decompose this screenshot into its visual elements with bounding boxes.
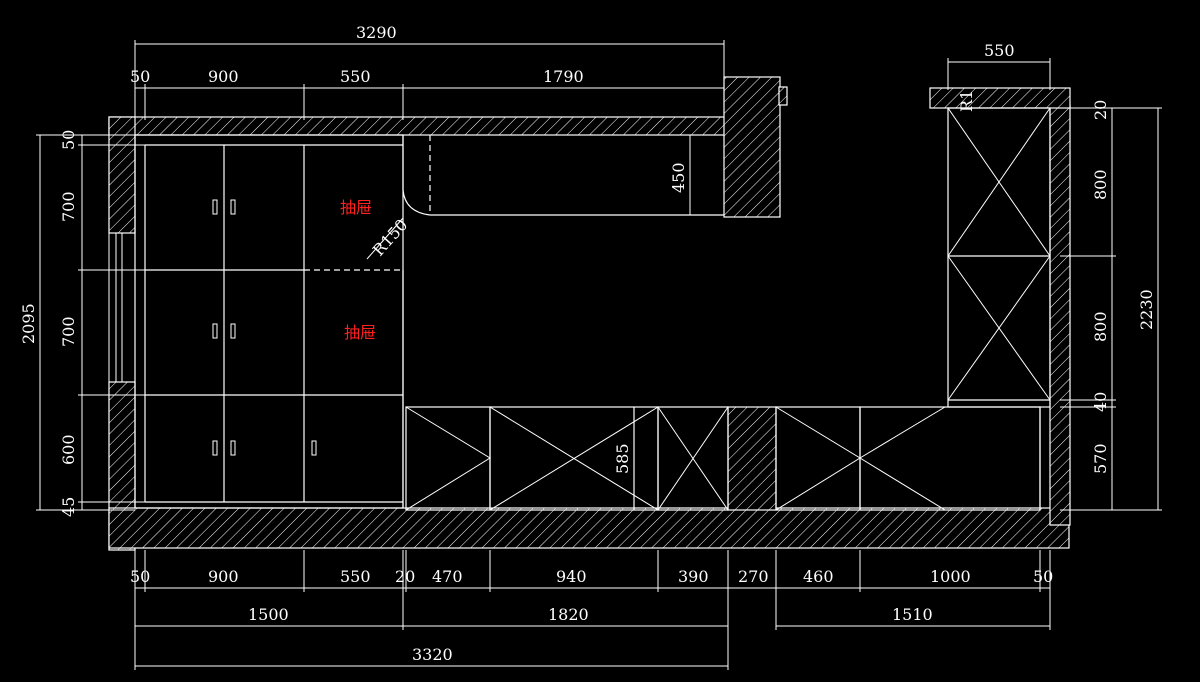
left-wall-upper	[108, 116, 136, 234]
dim-top-50: 50	[130, 67, 150, 86]
dim-top-1790: 1790	[543, 67, 584, 86]
dim-top-total: 3290	[356, 23, 397, 42]
door-handle	[230, 323, 236, 339]
dimension-text: 3290 50 900 550 1790 550 50 700 700 600 …	[19, 23, 1156, 664]
right-tall-cabinet: R1	[947, 90, 1051, 408]
dim-bot-50a: 50	[130, 567, 150, 586]
dim-right-40: 40	[1091, 392, 1110, 412]
right-wall	[1049, 104, 1071, 526]
dim-top-900: 900	[208, 67, 239, 86]
dim-bot-270: 270	[738, 567, 769, 586]
dim-right-top-550: 550	[984, 41, 1015, 60]
dim-bot-900: 900	[208, 567, 239, 586]
dim-left-700a: 700	[59, 191, 78, 222]
dim-right-800b: 800	[1091, 311, 1110, 342]
door-handle	[212, 323, 218, 339]
mid-pillar	[727, 406, 777, 511]
left-window	[108, 232, 135, 383]
dim-bot-1820: 1820	[548, 605, 589, 624]
door-handle	[212, 199, 218, 215]
dim-left-600: 600	[59, 434, 78, 465]
door-handle	[311, 440, 317, 456]
bottom-wall	[108, 507, 1070, 549]
dim-mid-450: 450	[669, 162, 688, 193]
door-handle	[230, 199, 236, 215]
dim-bot-470: 470	[432, 567, 463, 586]
right-top-ledge	[929, 87, 1071, 109]
dimension-lines	[36, 40, 1162, 670]
top-wall	[108, 116, 728, 136]
walls	[108, 76, 1071, 551]
dim-bot-50b: 50	[1033, 567, 1053, 586]
dim-bot-390: 390	[678, 567, 709, 586]
dim-mid-585: 585	[613, 443, 632, 474]
base-cabinets	[402, 270, 1041, 511]
dim-bot-1510: 1510	[892, 605, 933, 624]
dim-bot-3320: 3320	[412, 645, 453, 664]
drawer-label-middle: 抽屉	[344, 323, 376, 342]
pillar-ledge	[778, 86, 788, 106]
radius-small-label: R1	[957, 90, 976, 112]
dim-top-550: 550	[340, 67, 371, 86]
dim-left-700b: 700	[59, 316, 78, 347]
tall-cabinet: 抽屉 抽屉 R150	[134, 134, 724, 509]
dim-right-800a: 800	[1091, 169, 1110, 200]
radius-label: R150	[369, 215, 412, 259]
top-right-pillar	[723, 76, 781, 218]
dim-bot-1000: 1000	[930, 567, 971, 586]
dim-right-570: 570	[1091, 443, 1110, 474]
dim-left-50: 50	[59, 130, 78, 150]
dim-bot-460: 460	[803, 567, 834, 586]
dim-bot-550: 550	[340, 567, 371, 586]
dim-bot-20: 20	[395, 567, 415, 586]
dim-right-total: 2230	[1137, 289, 1156, 330]
dim-right-20: 20	[1091, 100, 1110, 120]
dim-left-total: 2095	[19, 303, 38, 344]
dim-left-45: 45	[59, 497, 78, 517]
door-handle	[230, 440, 236, 456]
door-handle	[212, 440, 218, 456]
dim-bot-940: 940	[556, 567, 587, 586]
dim-bot-1500: 1500	[248, 605, 289, 624]
drawer-label-upper: 抽屉	[340, 198, 372, 217]
